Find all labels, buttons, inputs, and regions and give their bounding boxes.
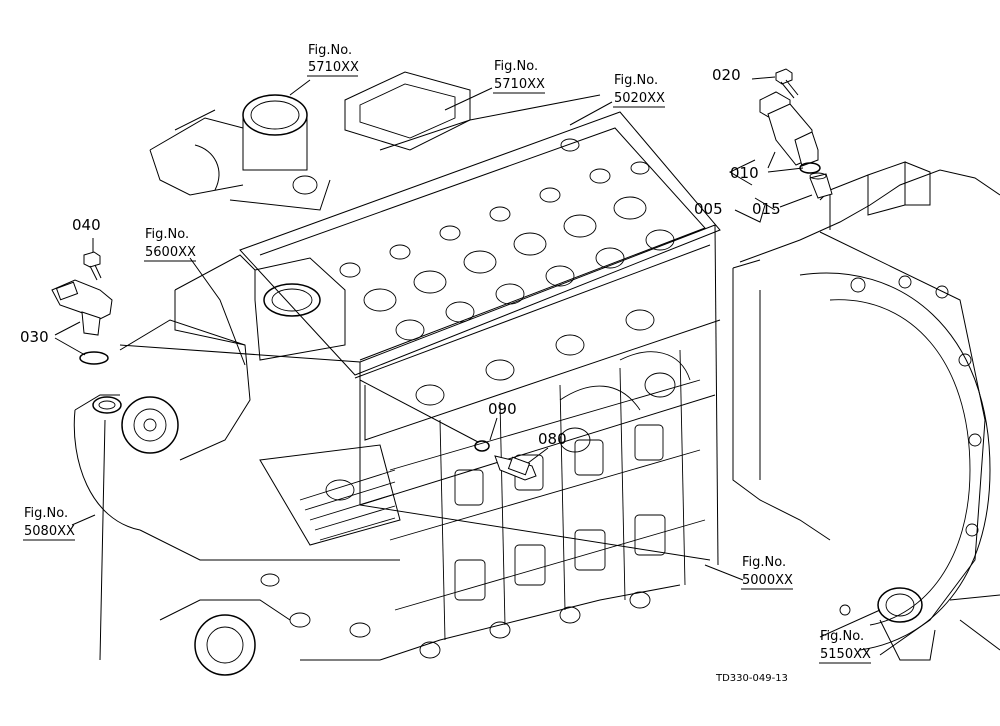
figure-ref-prefix: Fig.No.: [614, 73, 658, 88]
leader-lines: [54, 76, 881, 638]
figure-ref-7[interactable]: Fig.No. 5150XX: [819, 629, 871, 664]
part-label-090[interactable]: 090: [488, 400, 517, 418]
figure-ref-number: 5080XX: [24, 524, 75, 539]
speed-sensor-parts-drawing: [759, 68, 833, 199]
figure-ref-prefix: Fig.No.: [742, 555, 786, 570]
figure-ref-number: 5000XX: [742, 573, 793, 588]
figure-ref-1[interactable]: Fig.No. 5710XX: [307, 43, 359, 77]
engine-block-drawing: [73, 71, 1000, 676]
part-label-020[interactable]: 020: [712, 66, 741, 84]
cylinder-head-drawing: [239, 71, 721, 441]
figure-ref-6[interactable]: Fig.No. 5000XX: [741, 555, 793, 590]
part-label-030[interactable]: 030: [20, 328, 49, 346]
figure-ref-prefix: Fig.No.: [24, 506, 68, 521]
figure-ref-4[interactable]: Fig.No. 5600XX: [144, 227, 196, 262]
front-cover-drawing: [73, 319, 401, 676]
cylinder-block-drawing: [99, 224, 719, 661]
figure-ref-2[interactable]: Fig.No. 5710XX: [493, 59, 545, 94]
part-label-005[interactable]: 005: [694, 200, 723, 218]
water-flange-drawing: [174, 254, 346, 361]
part-label-015[interactable]: 015: [752, 200, 781, 218]
figure-ref-number: 5020XX: [614, 91, 665, 106]
figure-ref-5[interactable]: Fig.No. 5080XX: [23, 506, 75, 541]
cam-sensor-parts-drawing: [51, 251, 113, 365]
drawing-code: TD330-049-13: [715, 673, 788, 684]
part-label-010[interactable]: 010: [730, 164, 759, 182]
figure-ref-prefix: Fig.No.: [145, 227, 189, 242]
part-label-040[interactable]: 040: [72, 216, 101, 234]
figure-ref-prefix: Fig.No.: [820, 629, 864, 644]
part-label-080[interactable]: 080: [538, 430, 567, 448]
figure-ref-number: 5600XX: [145, 245, 196, 260]
figure-ref-prefix: Fig.No.: [308, 43, 352, 58]
figure-ref-prefix: Fig.No.: [494, 59, 538, 74]
flywheel-housing-drawing: [732, 161, 1000, 661]
figure-ref-number: 5150XX: [820, 647, 871, 662]
figure-ref-3[interactable]: Fig.No. 5020XX: [613, 73, 665, 108]
figure-ref-number: 5710XX: [308, 60, 359, 75]
throttle-body-drawing: [149, 94, 331, 211]
figure-ref-number: 5710XX: [494, 77, 545, 92]
water-temp-sensor-parts-drawing: [474, 440, 537, 481]
